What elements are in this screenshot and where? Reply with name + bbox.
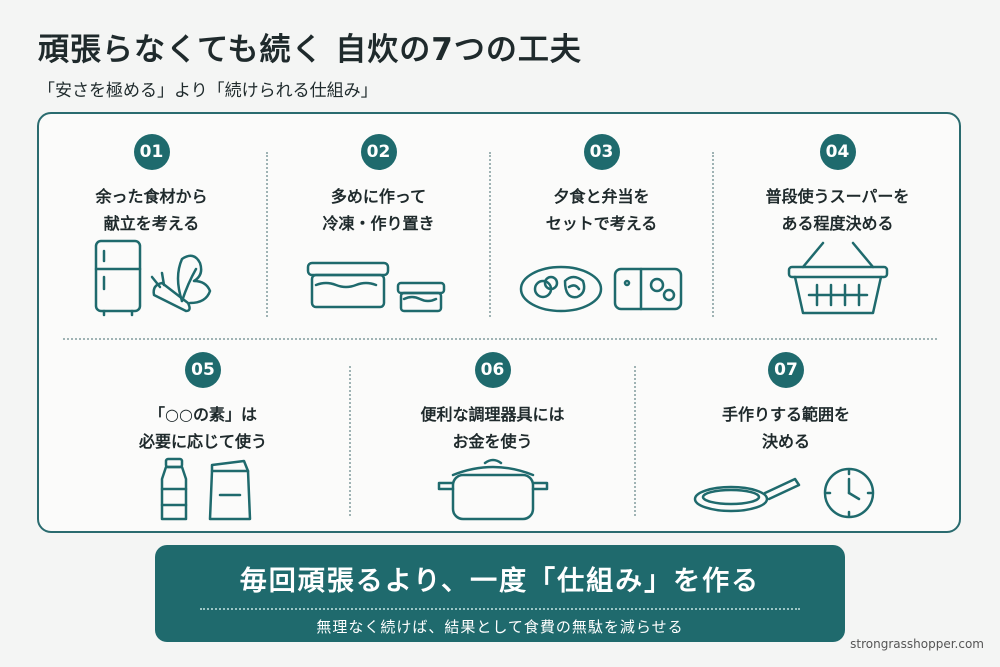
column-divider (634, 366, 636, 516)
column-divider (266, 152, 268, 317)
tip-line: 夕食と弁当を (553, 187, 650, 206)
shopping-basket-icon (787, 241, 888, 315)
tip-line: 手作りする範囲を (721, 405, 850, 424)
banner-divider (200, 608, 800, 610)
tip-number-badge: 03 (583, 134, 620, 170)
page-title: 頑張らなくても続く 自炊の7つの工夫 (38, 32, 582, 68)
tip-card-07: 07 手作りする範囲を 決める (636, 352, 936, 523)
tip-text: 普段使うスーパーを ある程度決める (714, 183, 961, 237)
pot-icon (437, 458, 548, 521)
row-divider (63, 338, 937, 340)
tip-line: 「○○の素」は (149, 405, 257, 424)
tip-line: 献立を考える (103, 214, 200, 233)
tip-number-badge: 06 (474, 352, 511, 388)
tip-number-badge: 04 (819, 134, 856, 170)
tip-line: 多めに作って (330, 187, 427, 206)
banner-headline: 毎回頑張るより、一度「仕組み」を作る (239, 566, 761, 597)
banner-subtext: 無理なく続けば、結果として食費の無駄を減らせる (316, 618, 684, 636)
tip-text: 余った食材から 献立を考える (39, 183, 264, 237)
tip-card-05: 05 「○○の素」は 必要に応じて使う (59, 352, 347, 523)
tip-line: 冷凍・作り置き (322, 214, 435, 233)
tips-panel: 01 余った食材から 献立を考える 02 多めに作って 冷凍・作り置き (37, 112, 961, 533)
tip-text: 夕食と弁当を セットで考える (491, 183, 712, 237)
pan-and-clock-icon (693, 467, 875, 519)
tip-line: セットで考える (545, 214, 658, 233)
bottle-and-pouch-icon (160, 457, 252, 521)
tip-number-badge: 05 (185, 352, 221, 388)
storage-containers-icon (306, 261, 445, 313)
tip-line: 余った食材から (95, 187, 208, 206)
tip-number-badge: 07 (768, 352, 804, 388)
tip-line: 普段使うスーパーを (765, 187, 910, 206)
tip-line: 必要に応じて使う (138, 432, 267, 451)
tip-card-01: 01 余った食材から 献立を考える (39, 134, 264, 317)
tip-line: ある程度決める (781, 214, 894, 233)
column-divider (712, 152, 714, 317)
column-divider (349, 366, 351, 516)
tip-number-badge: 02 (360, 134, 397, 170)
tip-text: 便利な調理器具には お金を使う (351, 401, 634, 455)
tip-text: 多めに作って 冷凍・作り置き (268, 183, 489, 237)
tip-line: 便利な調理器具には (420, 405, 565, 424)
tip-card-03: 03 夕食と弁当を セットで考える (491, 134, 712, 317)
tip-number-badge: 01 (133, 134, 170, 170)
page-subtitle: 「安さを極める」より「続けられる仕組み」 (38, 81, 378, 101)
plate-and-bento-icon (519, 265, 682, 313)
tip-text: 「○○の素」は 必要に応じて使う (59, 401, 347, 455)
tip-card-02: 02 多めに作って 冷凍・作り置き (268, 134, 489, 317)
tip-card-06: 06 便利な調理器具には お金を使う (351, 352, 634, 523)
column-divider (489, 152, 491, 317)
tip-line: 決める (761, 432, 810, 451)
tip-text: 手作りする範囲を 決める (636, 401, 936, 455)
summary-banner: 毎回頑張るより、一度「仕組み」を作る 無理なく続けば、結果として食費の無駄を減ら… (155, 545, 845, 642)
tip-line: お金を使う (452, 432, 533, 451)
fridge-and-vegetables-icon (94, 239, 211, 317)
site-credit: strongrasshopper.com (850, 637, 984, 651)
tip-card-04: 04 普段使うスーパーを ある程度決める (714, 134, 961, 317)
